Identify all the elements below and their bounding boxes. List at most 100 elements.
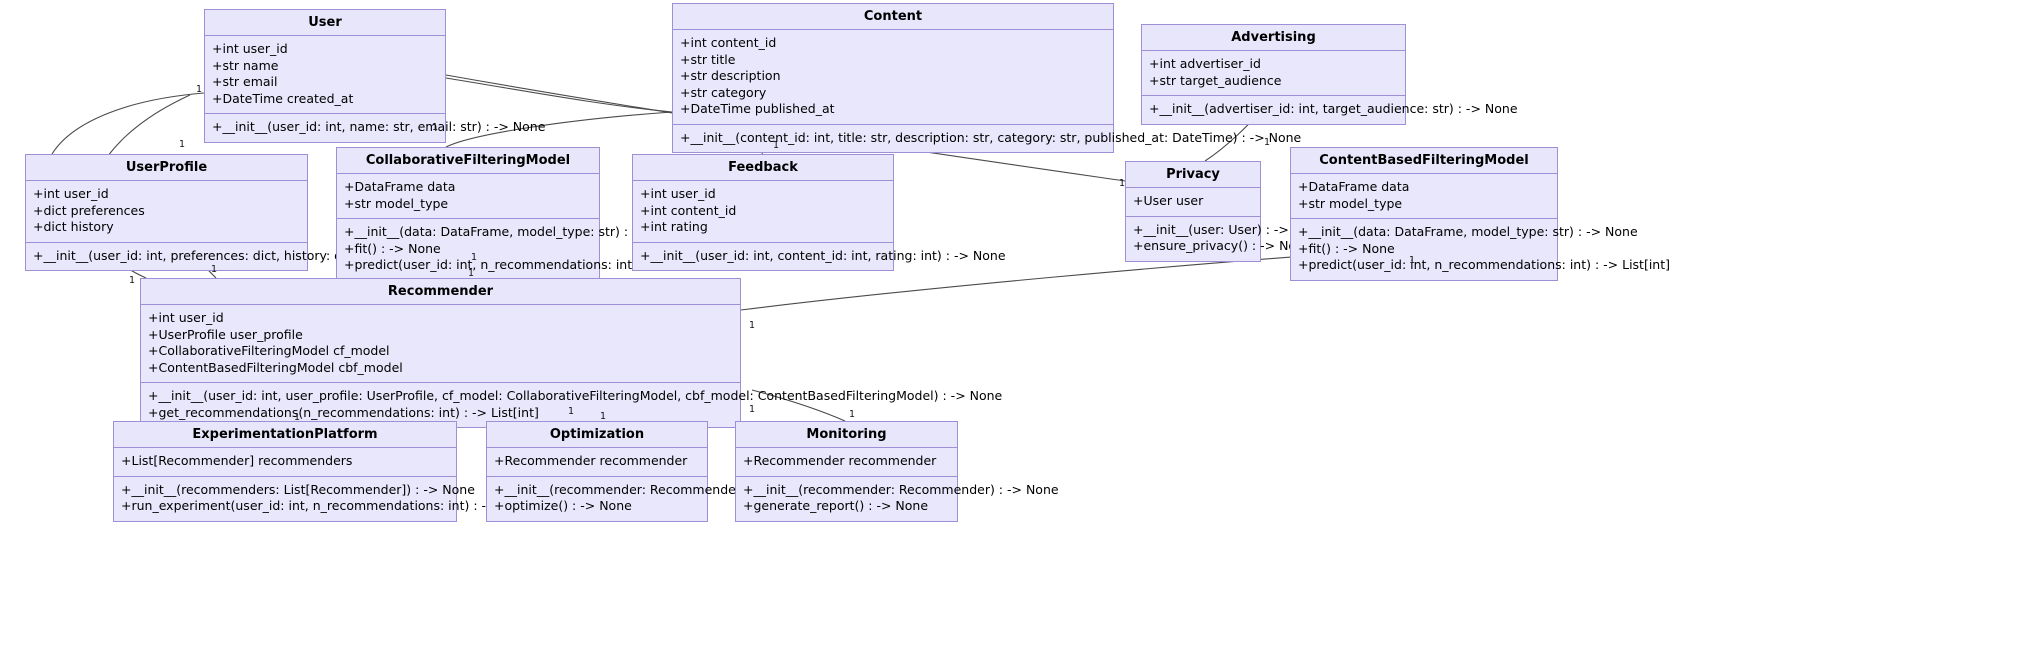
method-row: +ensure_privacy() : -> None <box>1133 238 1312 253</box>
multiplicity-label: 1 <box>1264 137 1271 148</box>
multiplicity-label: 1 <box>600 411 607 422</box>
attribute-row: +DataFrame data <box>344 179 456 194</box>
class-title-cfmodel: CollaborativeFilteringModel <box>337 148 599 174</box>
class-methods-advertising: +__init__(advertiser_id: int, target_aud… <box>1142 95 1518 124</box>
class-methods-privacy: +__init__(user: User) : -> None+ensure_p… <box>1126 215 1326 261</box>
uml-class-monitoring[interactable]: Monitoring +Recommender recommender +__ini… <box>735 421 1059 522</box>
uml-class-recommender[interactable]: Recommender+int user_id+UserProfile user… <box>140 278 1002 428</box>
edge-user-feedback-stub <box>445 77 673 113</box>
uml-class-userprofile[interactable]: UserProfile+int user_id+dict preferences… <box>25 154 426 271</box>
method-row: +__init__(recommender: Recommender) : ->… <box>743 481 1059 497</box>
attribute-row: +Recommender recommender <box>494 453 688 468</box>
class-attributes-advertising: +int advertiser_id+str target_audience <box>1142 51 1405 95</box>
class-title-monitoring: Monitoring <box>736 422 957 448</box>
attribute-row: +int user_id <box>33 186 109 201</box>
multiplicity-label: 1 <box>849 409 856 420</box>
class-title-experimentationplatform: ExperimentationPlatform <box>114 422 456 448</box>
class-title-cbfmodel: ContentBasedFilteringModel <box>1291 148 1557 174</box>
class-attributes-optimization: +Recommender recommender <box>487 448 707 476</box>
attribute-row: +Recommender recommender <box>743 453 937 468</box>
attribute-row: +str title <box>680 51 736 67</box>
class-attributes-experimentationplatform: +List[Recommender] recommenders <box>114 448 456 476</box>
attribute-row: +int content_id <box>680 35 777 50</box>
class-methods-monitoring: +__init__(recommender: Recommender) : ->… <box>736 475 1059 521</box>
method-row: +__init__(data: DataFrame, model_type: s… <box>1298 224 1638 239</box>
method-row: +__init__(recommenders: List[Recommender… <box>121 481 475 497</box>
multiplicity-label: 1 <box>773 140 780 151</box>
multiplicity-label: 1 <box>749 320 756 331</box>
class-title-optimization: Optimization <box>487 422 707 448</box>
attribute-row: +str email <box>212 74 278 89</box>
method-row: +get_recommendations(n_recommendations: … <box>148 404 539 420</box>
attribute-row: +int user_id <box>640 186 716 201</box>
method-row: +__init__(user_id: int, preferences: dic… <box>33 247 426 263</box>
class-attributes-cbfmodel: +DataFrame data+str model_type <box>1291 174 1557 218</box>
class-title-advertising: Advertising <box>1142 25 1405 51</box>
class-title-recommender: Recommender <box>141 279 740 305</box>
class-attributes-monitoring: +Recommender recommender <box>736 448 957 476</box>
attribute-row: +dict preferences <box>33 202 145 218</box>
class-title-privacy: Privacy <box>1126 162 1260 188</box>
attribute-row: +int user_id <box>212 41 288 56</box>
method-row: +__init__(data: DataFrame, model_type: s… <box>344 224 684 239</box>
attribute-row: +int rating <box>640 219 708 234</box>
uml-class-cfmodel[interactable]: CollaborativeFilteringModel +DataFrame da… <box>336 147 717 281</box>
attribute-row: +str model_type <box>344 195 449 211</box>
method-row: +__init__(user: User) : -> None <box>1133 221 1326 237</box>
method-row: +run_experiment(user_id: int, n_recommen… <box>121 498 608 513</box>
class-attributes-feedback: +int user_id+int content_id+int rating <box>633 181 893 242</box>
attribute-row: +str description <box>680 68 781 83</box>
uml-class-cbfmodel[interactable]: ContentBasedFilteringModel+DataFrame dat… <box>1290 147 1671 281</box>
method-row: +fit() : -> None <box>1298 240 1395 256</box>
attribute-row: +DataFrame data <box>1298 179 1410 194</box>
uml-class-content[interactable]: Content+int content_id+str title+str des… <box>672 3 1302 153</box>
class-title-feedback: Feedback <box>633 155 893 181</box>
class-attributes-privacy: +User user <box>1126 188 1260 216</box>
attribute-row: +int content_id <box>640 202 737 218</box>
attribute-row: +ContentBasedFilteringModel cbf_model <box>148 359 403 375</box>
class-methods-cbfmodel: +__init__(data: DataFrame, model_type: s… <box>1291 218 1671 280</box>
multiplicity-label: 1 <box>129 275 136 286</box>
class-attributes-recommender: +int user_id+UserProfile user_profile +Co… <box>141 305 740 382</box>
method-row: +__init__(user_id: int, content_id: int,… <box>640 247 1006 263</box>
class-methods-feedback: +__init__(user_id: int, content_id: int,… <box>633 241 1006 270</box>
multiplicity-label: 1 <box>1409 255 1416 266</box>
method-row: +predict(user_id: int, n_recommendations… <box>344 257 717 272</box>
multiplicity-label: 1 <box>294 412 301 423</box>
attribute-row: +dict history <box>33 219 114 234</box>
attribute-row: +UserProfile user_profile <box>148 326 303 342</box>
method-row: +__init__(content_id: int, title: str, d… <box>680 129 1302 145</box>
class-attributes-userprofile: +int user_id+dict preferences+dict histo… <box>26 181 307 242</box>
method-row: +optimize() : -> None <box>494 498 632 513</box>
attribute-row: +str target_audience <box>1149 72 1282 88</box>
class-title-userprofile: UserProfile <box>26 155 307 181</box>
class-methods-cfmodel: +__init__(data: DataFrame, model_type: s… <box>337 218 717 280</box>
multiplicity-label: 1 <box>179 139 186 150</box>
class-title-user: User <box>205 10 445 36</box>
class-attributes-content: +int content_id+str title+str descriptio… <box>673 30 1113 124</box>
method-row: +__init__(advertiser_id: int, target_aud… <box>1149 101 1518 116</box>
uml-class-user[interactable]: User+int user_id+str name+str email+Date… <box>204 9 546 143</box>
multiplicity-label: 1 <box>1119 178 1126 189</box>
uml-class-privacy[interactable]: Privacy+User user+__init__(user: User) :… <box>1125 161 1326 262</box>
attribute-row: +str name <box>212 57 279 73</box>
method-row: +__init__(recommender: Recommender) : ->… <box>494 481 810 497</box>
method-row: +predict(user_id: int, n_recommendations… <box>1298 257 1671 272</box>
multiplicity-label: 1 <box>432 122 439 133</box>
uml-class-feedback[interactable]: Feedback+int user_id+int content_id+int … <box>632 154 1006 271</box>
attribute-row: +int user_id <box>148 310 224 325</box>
uml-class-advertising[interactable]: Advertising+int advertiser_id+str target… <box>1141 24 1518 125</box>
uml-class-experimentationplatform[interactable]: ExperimentationPlatform +List[Recommender… <box>113 421 608 522</box>
class-methods-optimization: +__init__(recommender: Recommender) : ->… <box>487 475 810 521</box>
class-methods-userprofile: +__init__(user_id: int, preferences: dic… <box>26 241 426 270</box>
attribute-row: +DateTime published_at <box>680 101 835 116</box>
attribute-row: +List[Recommender] recommenders <box>121 453 353 468</box>
multiplicity-label: 1 <box>471 252 478 263</box>
method-row: +__init__(user_id: int, name: str, email… <box>212 119 546 134</box>
multiplicity-label: 1 <box>211 264 218 275</box>
multiplicity-label: 1 <box>749 404 756 415</box>
method-row: +fit() : -> None <box>344 240 441 256</box>
method-row: +generate_report() : -> None <box>743 498 929 513</box>
uml-class-optimization[interactable]: Optimization +Recommender recommender +__i… <box>486 421 810 522</box>
